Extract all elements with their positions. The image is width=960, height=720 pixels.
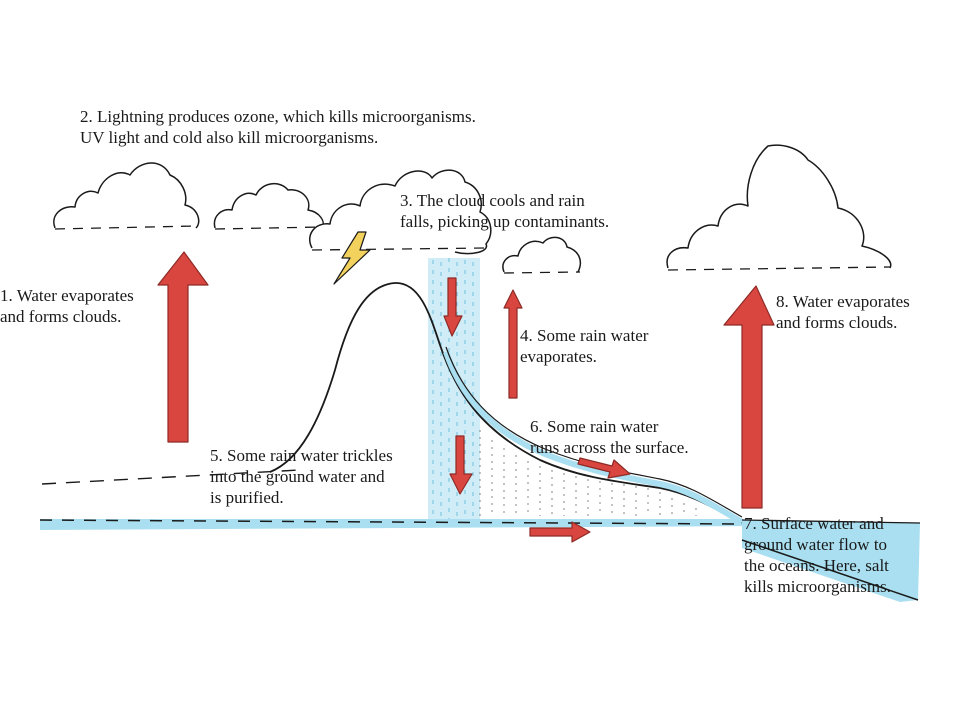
cloud-center — [309, 169, 492, 255]
label-step-1-line1: 1. Water evaporates — [0, 286, 134, 305]
label-step-1-line2: and forms clouds. — [0, 307, 122, 326]
cloud-small — [502, 236, 582, 273]
arrow-right-groundwater-flow — [529, 521, 591, 543]
arrow-up-rain-evaporation — [503, 289, 523, 399]
lightning-bolt-icon — [333, 231, 371, 285]
arrow-right-surface-runoff — [577, 457, 631, 479]
label-step-4-line2: evaporates. — [520, 347, 597, 366]
label-step-5-line2: into the ground water and — [210, 467, 385, 486]
label-step-6: 6. Some rain water runs across the surfa… — [530, 416, 689, 458]
label-step-3-line2: falls, picking up contaminants. — [400, 212, 610, 231]
ocean-floor-line — [741, 539, 919, 601]
label-step-5-line1: 5. Some rain water trickles — [210, 446, 393, 465]
label-step-2-line2: UV light and cold also kill microorganis… — [80, 128, 379, 147]
label-step-7-line2: ground water flow to — [744, 535, 888, 554]
left-surface-line — [41, 469, 301, 485]
mountain-outline — [269, 282, 746, 525]
arrow-up-evaporation-left — [157, 251, 209, 443]
cloud-middle-left — [213, 183, 324, 229]
cloud-left — [53, 162, 200, 229]
label-step-8: 8. Water evaporates and forms clouds. — [776, 291, 910, 333]
label-step-4: 4. Some rain water evaporates. — [520, 325, 648, 367]
label-step-5: 5. Some rain water trickles into the gro… — [210, 445, 393, 508]
label-step-8-line1: 8. Water evaporates — [776, 292, 910, 311]
label-step-7-line4: kills microorganisms. — [744, 577, 892, 596]
ground-water-line — [39, 519, 741, 525]
soil-stipple — [479, 430, 697, 516]
label-step-6-line1: 6. Some rain water — [530, 417, 659, 436]
label-step-6-line2: runs across the surface. — [530, 438, 689, 457]
label-step-1: 1. Water evaporates and forms clouds. — [0, 285, 134, 327]
label-step-7-line1: 7. Surface water and — [744, 514, 884, 533]
label-step-5-line3: is purified. — [210, 488, 284, 507]
cloud-right — [666, 144, 892, 269]
label-step-3-line1: 3. The cloud cools and rain — [400, 191, 585, 210]
label-step-3: 3. The cloud cools and rain falls, picki… — [400, 190, 609, 232]
arrow-up-evaporation-right — [723, 285, 775, 509]
label-step-8-line2: and forms clouds. — [776, 313, 898, 332]
arrow-down-rain — [443, 277, 463, 337]
arrow-down-infiltration — [449, 435, 473, 495]
label-step-7-line3: the oceans. Here, salt — [744, 556, 889, 575]
surface-runoff-stream — [443, 351, 744, 525]
label-step-2-line1: 2. Lightning produces ozone, which kills… — [80, 107, 476, 126]
label-step-7: 7. Surface water and ground water flow t… — [744, 513, 891, 597]
label-step-4-line1: 4. Some rain water — [520, 326, 649, 345]
ground-water — [40, 519, 760, 530]
ocean — [742, 520, 920, 602]
label-step-2: 2. Lightning produces ozone, which kills… — [80, 106, 476, 148]
